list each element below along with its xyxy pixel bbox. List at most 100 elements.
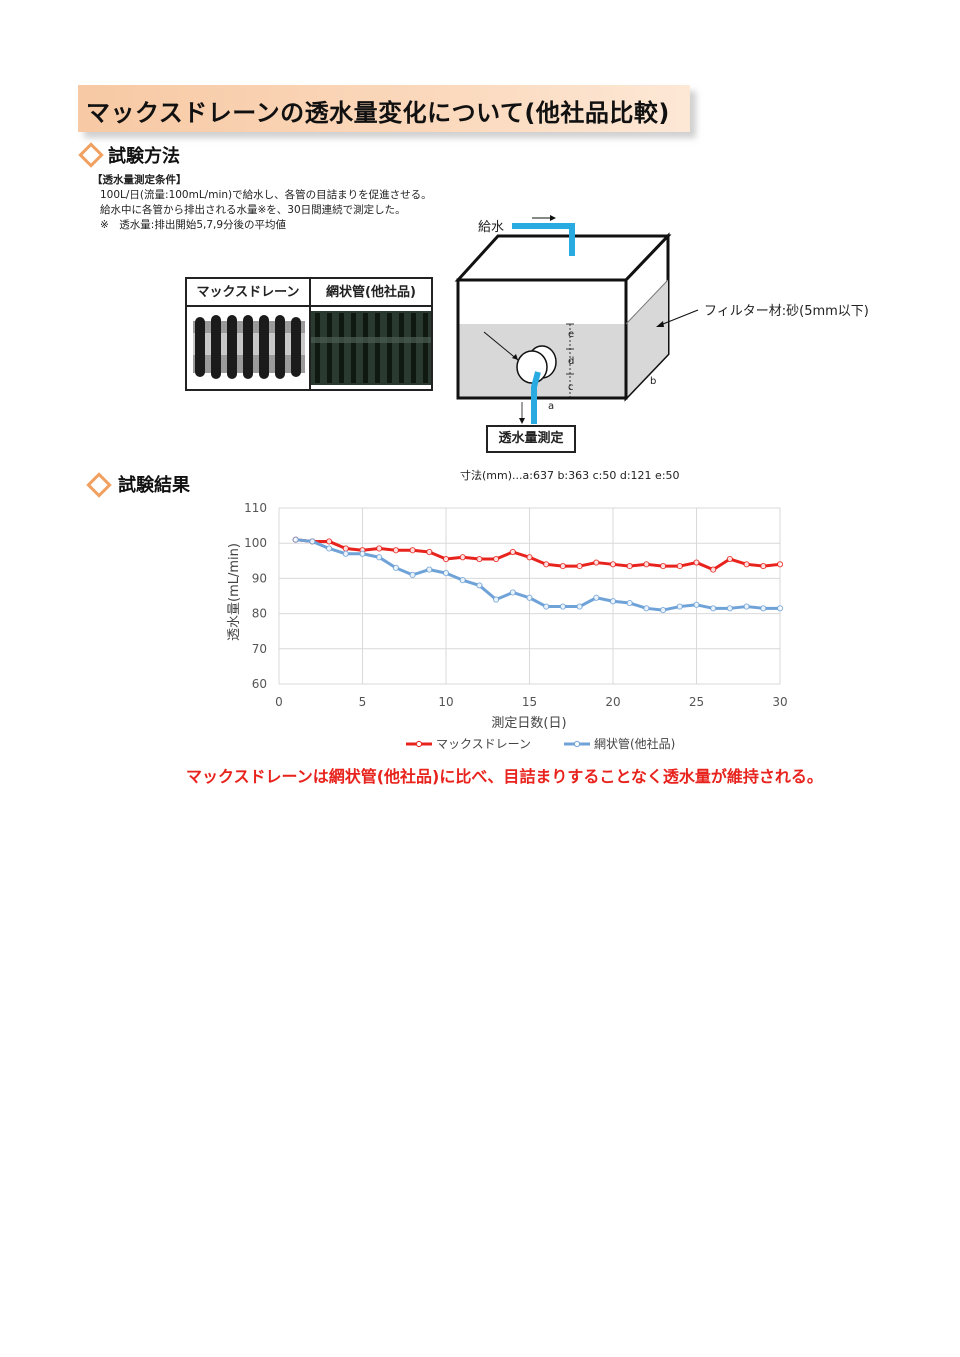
data-point-1: [710, 605, 717, 612]
method-heading: 試験方法: [108, 146, 180, 167]
y-tick-label: 110: [244, 501, 267, 515]
data-point-0: [710, 566, 717, 573]
pipe-comparison-table: マックスドレーン 網状管(他社品): [185, 277, 433, 391]
data-point-1: [526, 594, 533, 601]
pointer-line: [483, 331, 519, 361]
filter-material-label: フィルター材:砂(5mm以下): [704, 304, 869, 319]
data-point-1: [426, 566, 433, 573]
dim-e-label: e: [568, 329, 575, 340]
data-point-0: [326, 538, 333, 545]
data-point-0: [509, 548, 516, 556]
data-point-1: [576, 603, 583, 610]
y-tick-label: 80: [252, 607, 267, 621]
y-tick-label: 100: [244, 536, 267, 550]
data-point-1: [760, 605, 767, 612]
table-divider: [309, 279, 311, 389]
data-point-1: [376, 554, 383, 561]
data-point-1: [392, 564, 399, 571]
x-tick-label: 10: [438, 695, 453, 709]
title-band: [78, 85, 690, 132]
dim-d-label: d: [568, 356, 575, 367]
legend-marker: [415, 740, 423, 748]
y-axis-label: 透水量(mL/min): [227, 543, 242, 641]
data-point-1: [609, 598, 617, 605]
dim-a-label: a: [548, 401, 555, 412]
data-point-0: [576, 562, 583, 570]
condition-line-2: 給水中に各管から排出される水量※を、30日間連続で測定した。: [100, 204, 406, 216]
data-point-1: [676, 603, 683, 610]
test-apparatus-diagram: [454, 215, 699, 424]
data-point-0: [626, 562, 633, 570]
water-supply-pipe: [512, 223, 575, 256]
measure-label: 透水量測定: [486, 425, 576, 453]
x-tick-label: 30: [772, 695, 787, 709]
x-tick-label: 25: [689, 695, 704, 709]
condition-note: ※ 透水量:排出開始5,7,9分後の平均値: [100, 219, 287, 231]
data-point-1: [693, 601, 700, 608]
data-point-0: [776, 561, 784, 568]
data-point-0: [743, 561, 750, 568]
data-point-0: [409, 547, 416, 554]
data-point-1: [643, 605, 650, 612]
x-tick-label: 0: [275, 695, 283, 709]
data-point-1: [342, 550, 349, 557]
data-point-1: [543, 603, 550, 610]
pipe-photos: [187, 307, 431, 389]
data-point-0: [760, 562, 767, 570]
data-point-1: [493, 596, 500, 603]
data-point-1: [726, 605, 733, 612]
data-point-1: [559, 603, 566, 610]
legend-label: 網状管(他社品): [594, 736, 675, 751]
x-tick-label: 15: [522, 695, 537, 709]
data-point-0: [526, 554, 533, 561]
data-point-0: [559, 562, 566, 570]
legend-marker: [573, 740, 581, 748]
conclusion-text: マックスドレーンは網状管(他社品)に比べ、目詰まりすることなく透水量が維持される…: [186, 767, 823, 786]
dim-b-label: b: [650, 376, 657, 387]
data-point-0: [392, 547, 399, 554]
data-point-1: [660, 606, 667, 614]
data-point-1: [593, 594, 600, 601]
drain-pipe: [531, 371, 541, 424]
data-point-1: [459, 577, 466, 584]
water-supply-label: 給水: [478, 220, 505, 235]
section-bullet-icon: [78, 142, 104, 168]
x-axis-label: 測定日数(日): [491, 716, 566, 731]
maxdrain-pipe-image: [193, 315, 305, 379]
data-point-1: [309, 538, 316, 545]
data-point-0: [693, 559, 700, 566]
data-point-0: [459, 554, 466, 561]
data-point-0: [643, 561, 650, 568]
data-point-0: [660, 562, 667, 570]
tank-front: [456, 278, 628, 400]
data-point-1: [776, 605, 784, 612]
y-tick-label: 60: [252, 677, 267, 691]
x-tick-label: 5: [359, 695, 367, 709]
data-point-0: [376, 545, 383, 552]
data-point-0: [426, 548, 433, 556]
dimensions-label: 寸法(mm)...a:637 b:363 c:50 d:121 e:50: [460, 469, 680, 482]
data-point-0: [476, 555, 483, 563]
data-point-0: [726, 555, 733, 563]
results-heading: 試験結果: [118, 475, 190, 496]
data-point-1: [326, 545, 333, 552]
data-point-1: [743, 603, 750, 610]
data-point-0: [442, 555, 450, 563]
condition-line-1: 100L/日(流量:100mL/min)で給水し、各管の目詰まりを促進させる。: [100, 189, 432, 201]
data-point-0: [342, 545, 349, 552]
section-bullet-icon: [86, 472, 112, 498]
filter-pointer: [657, 309, 699, 327]
data-point-0: [493, 555, 500, 563]
data-point-0: [676, 562, 683, 570]
data-point-1: [509, 589, 516, 596]
data-point-1: [442, 570, 450, 577]
legend-label: マックスドレーン: [436, 737, 531, 751]
conditions-title: 【透水量測定条件】: [92, 174, 187, 186]
test-conditions: 【透水量測定条件】 100L/日(流量:100mL/min)で給水し、各管の目詰…: [92, 173, 432, 233]
pipe-header-maxdrain: マックスドレーン: [187, 279, 309, 307]
data-point-1: [292, 536, 299, 543]
sand-side: [626, 280, 668, 398]
data-point-1: [409, 571, 416, 578]
data-point-0: [593, 559, 600, 566]
